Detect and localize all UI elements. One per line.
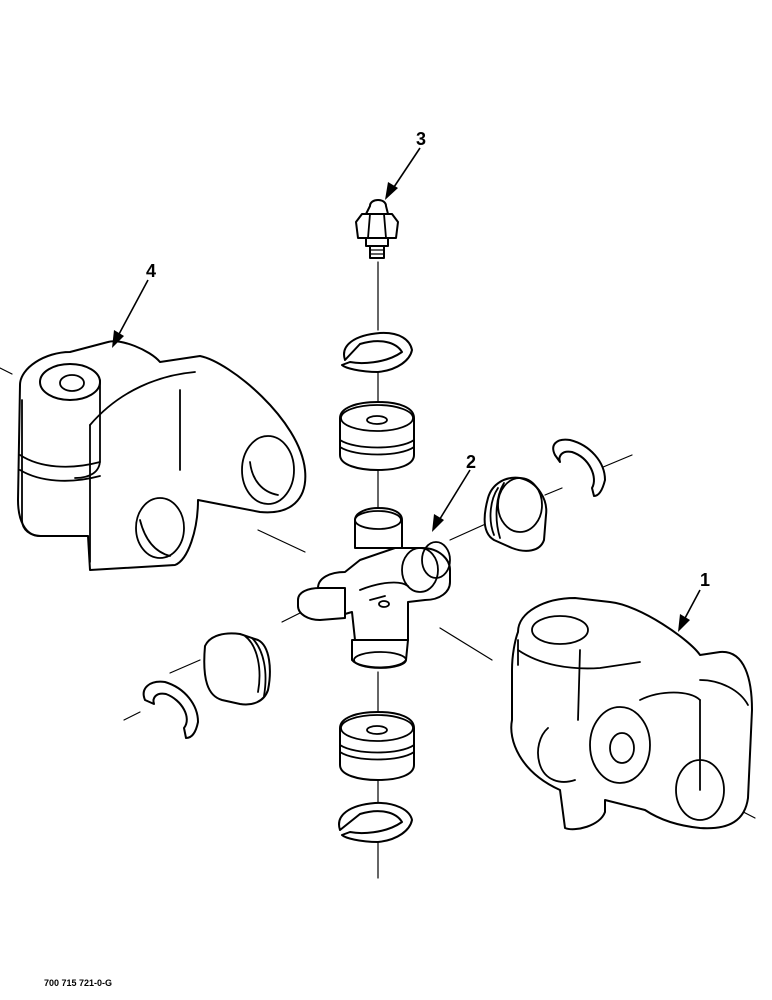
snap-rings [142, 331, 606, 843]
yoke-part-1 [510, 597, 753, 831]
callout-leaders [112, 147, 701, 632]
centerlines [0, 261, 756, 879]
figure-code: 700 715 721-0-G [44, 978, 112, 988]
grease-fitting-part-3 [355, 199, 399, 259]
spider-part-2 [297, 507, 451, 669]
callout-4: 4 [146, 261, 156, 281]
callout-1: 1 [700, 570, 710, 590]
yoke-part-4 [17, 340, 307, 571]
bearing-caps [203, 401, 548, 781]
callout-2: 2 [466, 452, 476, 472]
callout-3: 3 [416, 129, 426, 149]
